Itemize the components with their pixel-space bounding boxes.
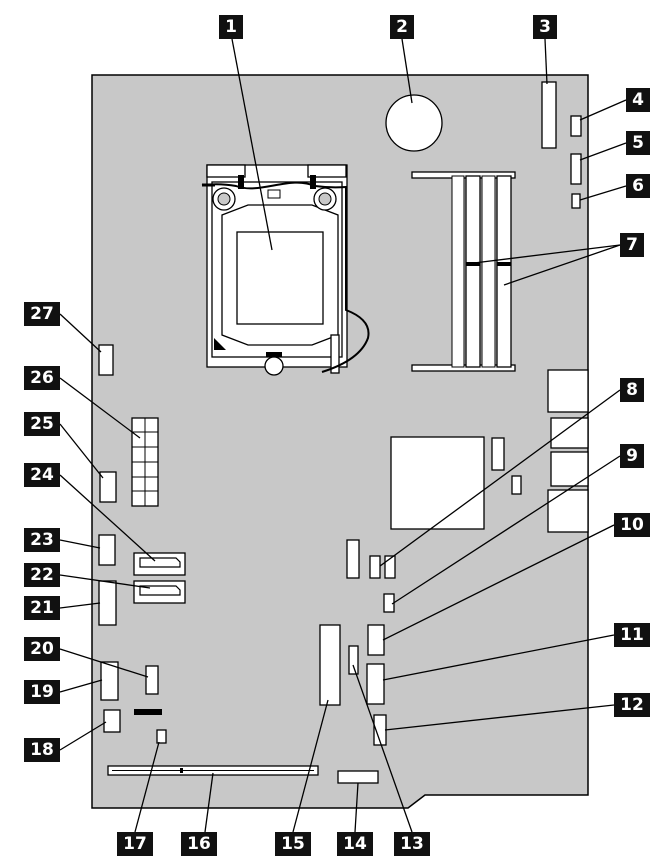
svg-text:17: 17 [123,834,147,854]
connector-11 [366,663,385,705]
callout-25: 25 [24,412,60,436]
callout-23: 23 [24,528,60,552]
callout-8: 8 [620,378,644,402]
svg-text:2: 2 [396,17,408,37]
svg-text:25: 25 [30,414,54,434]
ic-a [491,437,505,471]
svg-text:5: 5 [632,133,644,153]
callout-27: 27 [24,302,60,326]
connector-3 [541,81,557,149]
svg-text:12: 12 [620,695,644,715]
callout-11: 11 [614,623,650,647]
callout-16: 16 [181,832,217,856]
jumper [134,709,162,715]
connector-20 [145,665,159,695]
callout-24: 24 [24,463,60,487]
connector-25 [99,471,117,503]
callout-2: 2 [390,15,414,39]
battery [385,94,443,152]
callout-labels: 1 2 3 4 5 6 7 8 9 10 11 12 13 14 15 16 1… [24,15,650,856]
memory-slots [411,171,516,372]
svg-text:4: 4 [632,90,644,110]
callout-7: 7 [620,233,644,257]
connector-13 [348,645,359,675]
svg-text:15: 15 [281,834,305,854]
connector-21 [98,580,117,626]
svg-text:16: 16 [187,834,211,854]
callout-13: 13 [394,832,430,856]
svg-text:18: 18 [30,740,54,760]
svg-text:14: 14 [343,834,367,854]
connector-6 [571,193,581,209]
connector-23 [98,534,116,566]
rear-io-ports [547,369,589,533]
connector-4 [570,115,582,137]
callout-10: 10 [614,513,650,537]
connector-17 [156,729,167,744]
power-connector [131,417,159,507]
cpu-socket [201,164,370,376]
connector-10 [367,624,385,656]
svg-text:6: 6 [632,176,644,196]
svg-text:24: 24 [30,465,54,485]
svg-text:23: 23 [30,530,54,550]
svg-text:10: 10 [620,515,644,535]
svg-text:3: 3 [539,17,551,37]
connector-5 [570,153,582,185]
components [98,81,589,784]
callout-22: 22 [24,563,60,587]
connector-19 [100,661,119,701]
callout-9: 9 [620,444,644,468]
callout-17: 17 [117,832,153,856]
svg-text:21: 21 [30,598,54,618]
connector-15 [319,624,341,706]
svg-text:7: 7 [626,235,638,255]
sata-connector-2 [133,580,186,604]
svg-text:19: 19 [30,682,54,702]
callout-3: 3 [533,15,557,39]
svg-text:8: 8 [626,380,638,400]
connector-27 [98,344,114,376]
callout-6: 6 [626,174,650,198]
connector-8 [369,555,381,579]
callout-20: 20 [24,637,60,661]
callout-5: 5 [626,131,650,155]
svg-text:1: 1 [225,17,237,37]
callout-12: 12 [614,693,650,717]
callout-15: 15 [275,832,311,856]
svg-text:13: 13 [400,834,424,854]
leader-lines [59,38,627,833]
ic-c [346,539,360,579]
chipset [390,436,485,530]
connector-8b [384,555,396,579]
svg-text:22: 22 [30,565,54,585]
callout-1: 1 [219,15,243,39]
callout-14: 14 [337,832,373,856]
callout-4: 4 [626,88,650,112]
svg-text:20: 20 [30,639,54,659]
callout-26: 26 [24,366,60,390]
connector-18 [103,709,121,733]
connector-14 [337,770,379,784]
callout-21: 21 [24,596,60,620]
ic-b [511,475,522,495]
callout-18: 18 [24,738,60,762]
svg-text:11: 11 [620,625,644,645]
sata-connector-1 [133,552,186,576]
svg-text:26: 26 [30,368,54,388]
svg-text:27: 27 [30,304,54,324]
callout-19: 19 [24,680,60,704]
svg-text:9: 9 [626,446,638,466]
